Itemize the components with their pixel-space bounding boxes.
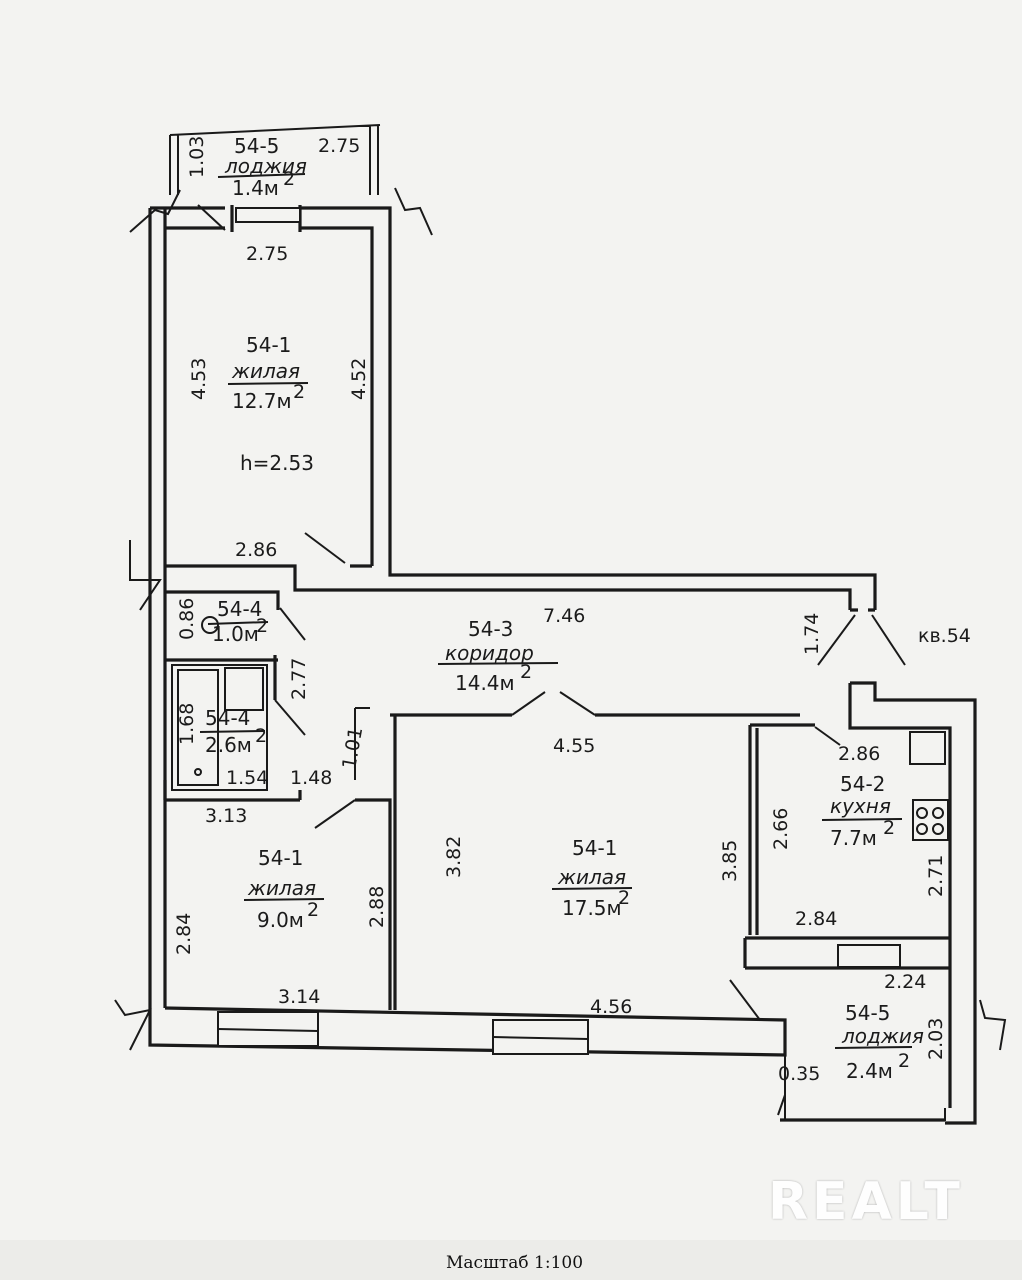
dim-1-48: 1.48 — [290, 767, 332, 789]
dim-2-88: 2.88 — [366, 886, 388, 928]
bath-id: 54-4 — [205, 706, 250, 730]
dim-2-24: 2.24 — [884, 971, 926, 993]
living-left-area: 9.0м — [257, 908, 304, 932]
sup: 2 — [256, 615, 268, 637]
living-mid-id: 54-1 — [572, 836, 617, 860]
dim-4-56: 4.56 — [590, 996, 632, 1018]
living-mid-name: жилая — [557, 865, 626, 889]
dim-2-75-a: 2.75 — [318, 135, 360, 157]
sup: 2 — [293, 381, 305, 403]
living-left-id: 54-1 — [258, 846, 303, 870]
loggia-bottom-frame — [784, 1055, 946, 1121]
dim-3-85: 3.85 — [719, 840, 741, 882]
dim-0-86: 0.86 — [176, 598, 198, 640]
wc-area: 1.0м — [212, 622, 259, 646]
watermark-logo: REALT — [768, 1172, 964, 1232]
dim-1-74: 1.74 — [801, 613, 823, 655]
dim-2-75-b: 2.75 — [246, 243, 288, 265]
scale-label: Масштаб 1:100 — [446, 1253, 584, 1273]
sup: 2 — [255, 725, 267, 747]
dim-4-52: 4.52 — [348, 358, 370, 400]
dim-4-53: 4.53 — [188, 358, 210, 400]
dim-2-86-kitchen: 2.86 — [838, 743, 880, 765]
corridor-area: 14.4м — [455, 671, 515, 695]
dim-7-46: 7.46 — [543, 605, 585, 627]
dim-3-82: 3.82 — [443, 836, 465, 878]
dim-2-03: 2.03 — [925, 1018, 947, 1060]
corridor-id: 54-3 — [468, 617, 513, 641]
apartment-label: кв.54 — [918, 625, 971, 647]
dim-2-84-left: 2.84 — [173, 913, 195, 955]
dim-2-84-kitchen: 2.84 — [795, 908, 837, 930]
kitchen-area: 7.7м — [830, 826, 877, 850]
loggia-top-area: 1.4м — [232, 176, 279, 200]
dim-1-68: 1.68 — [176, 703, 198, 745]
sup: 2 — [618, 887, 630, 909]
loggia-top-id: 54-5 — [234, 134, 279, 158]
sup: 2 — [283, 168, 295, 190]
living-top-name: жилая — [231, 359, 300, 383]
sup: 2 — [520, 661, 532, 683]
dim-2-77: 2.77 — [288, 658, 310, 700]
sup: 2 — [898, 1050, 910, 1072]
dim-4-55: 4.55 — [553, 735, 595, 757]
fixtures — [171, 616, 949, 841]
living-top-id: 54-1 — [246, 333, 291, 357]
loggia-bottom-name: лоджия — [841, 1024, 924, 1048]
dim-2-86-top: 2.86 — [235, 539, 277, 561]
dim-1-54: 1.54 — [226, 767, 268, 789]
corridor-name: коридор — [445, 641, 534, 665]
dim-1-03: 1.03 — [186, 136, 208, 178]
wc-id: 54-4 — [217, 597, 262, 621]
living-top-height: h=2.53 — [240, 451, 314, 475]
dim-3-13: 3.13 — [205, 805, 247, 827]
sup: 2 — [307, 899, 319, 921]
break-marks — [114, 187, 1007, 1051]
dim-2-66: 2.66 — [770, 808, 792, 850]
living-mid-area: 17.5м — [562, 896, 622, 920]
living-left-name: жилая — [247, 876, 316, 900]
sup: 2 — [883, 817, 895, 839]
windows — [217, 207, 901, 1055]
loggia-bottom-id: 54-5 — [845, 1001, 890, 1025]
kitchen-name: кухня — [830, 794, 891, 818]
loggia-top-frame — [169, 124, 381, 195]
bath-area: 2.6м — [205, 733, 252, 757]
dim-3-14: 3.14 — [278, 986, 320, 1008]
loggia-bottom-area: 2.4м — [846, 1059, 893, 1083]
dim-2-71: 2.71 — [925, 855, 947, 897]
dim-0-35: 0.35 — [778, 1063, 820, 1085]
door-swings — [197, 204, 906, 1116]
kitchen-id: 54-2 — [840, 772, 885, 796]
living-top-area: 12.7м — [232, 389, 292, 413]
